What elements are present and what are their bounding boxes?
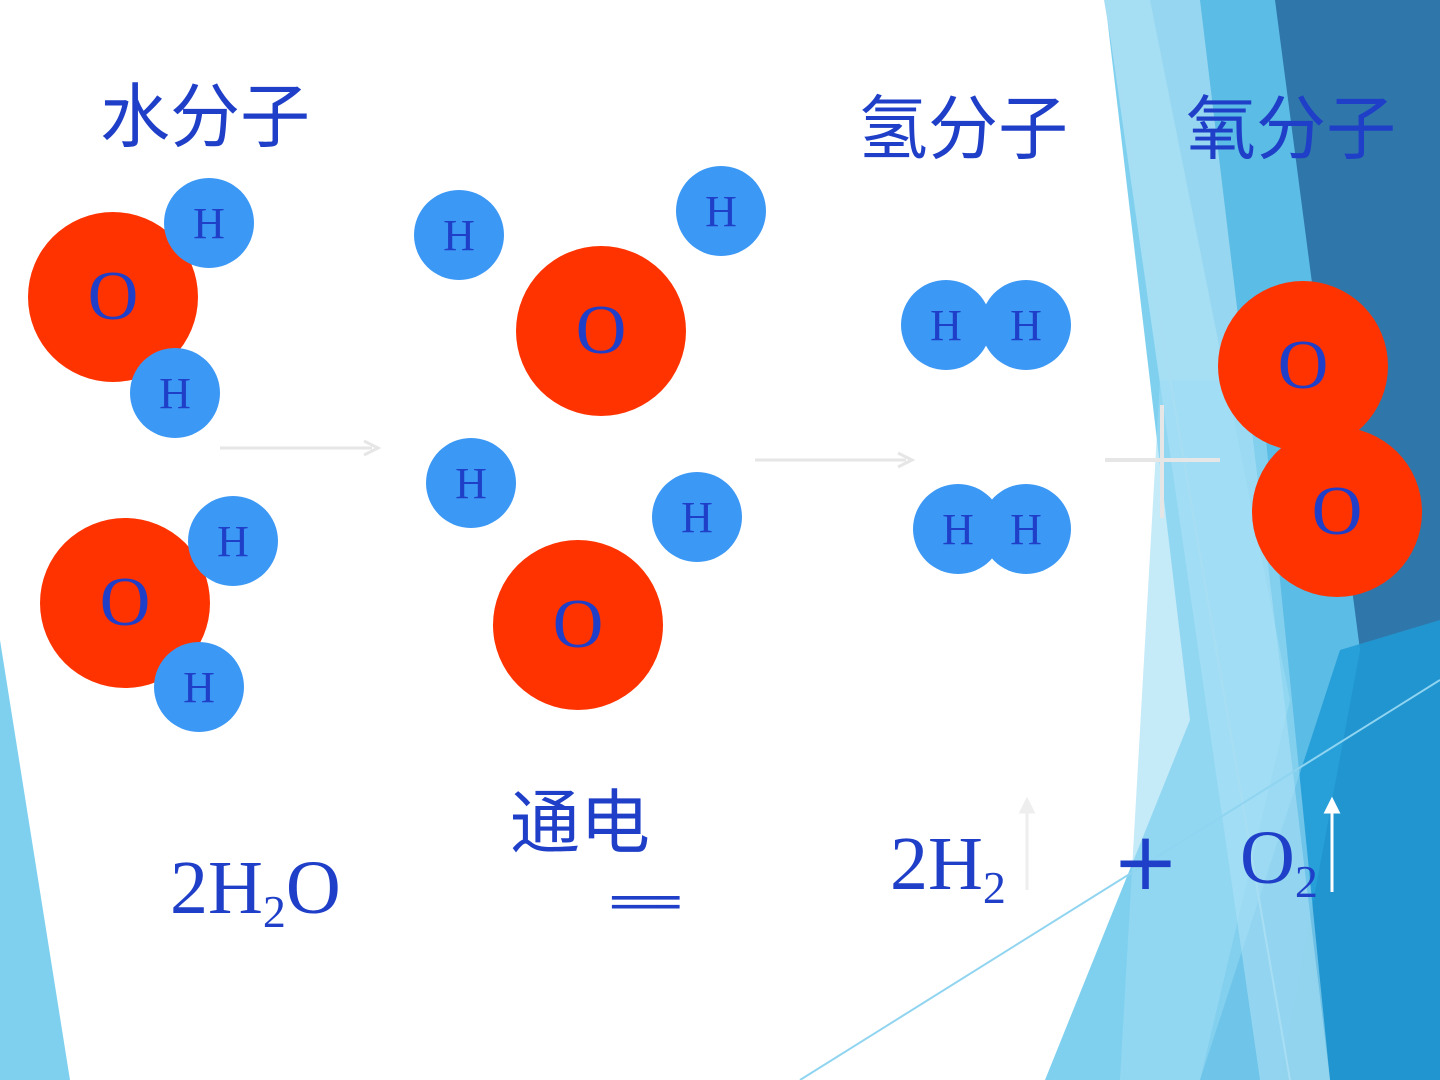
water-molecule-title: 水分子 xyxy=(100,76,310,158)
o2-subscript: 2 xyxy=(1294,856,1318,907)
product-hydrogen: 2H2 xyxy=(890,826,1006,911)
hydrogen-atom-label: H xyxy=(1010,300,1042,350)
hydrogen-atom: H xyxy=(901,280,991,370)
o2-symbol: O xyxy=(1240,816,1295,900)
equals-sign: === xyxy=(610,876,682,927)
water-coefficient: 2H xyxy=(170,846,263,930)
hydrogen-atom: H xyxy=(676,166,766,256)
hydrogen-atom-label: H xyxy=(705,186,737,236)
reaction-condition: 通电 xyxy=(510,782,650,864)
oxygen-atom: O xyxy=(1252,427,1422,597)
plus-sign: + xyxy=(1112,815,1180,908)
hydrogen-atom: H xyxy=(426,438,516,528)
gas-arrow-o2 xyxy=(1323,796,1341,892)
plus-sign-light xyxy=(1105,405,1220,518)
hydrogen-atom-label: H xyxy=(217,516,249,566)
hydrogen-atom-label: H xyxy=(183,662,215,712)
oxygen-atom: O xyxy=(516,246,686,416)
oxygen-atom-label: O xyxy=(552,586,604,663)
hydrogen-atom: H xyxy=(188,496,278,586)
hydrogen-atom-label: H xyxy=(159,368,191,418)
oxygen-atom-label: O xyxy=(99,564,151,641)
oxygen-molecule-title: 氧分子 xyxy=(1186,88,1396,170)
hydrogen-atom-label: H xyxy=(1010,504,1042,554)
hydrogen-atom-label: H xyxy=(681,492,713,542)
water-oxygen-symbol: O xyxy=(285,846,341,930)
oxygen-atom: O xyxy=(493,540,663,710)
oxygen-atom-label: O xyxy=(1311,473,1363,550)
hydrogen-atom: H xyxy=(652,472,742,562)
hydrogen-atom: H xyxy=(164,178,254,268)
hydrogen-atom-label: H xyxy=(193,198,225,248)
hydrogen-atom: H xyxy=(130,348,220,438)
oxygen-atom-label: O xyxy=(1277,327,1329,404)
oxygen-atom-label: O xyxy=(87,258,139,335)
oxygen-atom: O xyxy=(1218,281,1388,451)
hydrogen-atom: H xyxy=(414,190,504,280)
h2-subscript: 2 xyxy=(982,862,1006,913)
hydrogen-atom-label: H xyxy=(942,504,974,554)
hydrogen-atom: H xyxy=(154,642,244,732)
hydrogen-atom-label: H xyxy=(930,300,962,350)
arrow-1 xyxy=(220,439,382,457)
hydrogen-atom: H xyxy=(981,280,1071,370)
water-subscript: 2 xyxy=(262,886,286,937)
reactant-water: 2H2O xyxy=(170,850,341,935)
gas-arrow-h2 xyxy=(1018,796,1036,890)
hydrogen-molecule-title: 氢分子 xyxy=(858,88,1068,170)
arrow-2 xyxy=(755,451,916,469)
product-oxygen: O2 xyxy=(1240,820,1318,905)
hydrogen-atom-label: H xyxy=(455,458,487,508)
hydrogen-atom-label: H xyxy=(443,210,475,260)
hydrogen-atom: H xyxy=(981,484,1071,574)
oxygen-atom-label: O xyxy=(575,292,627,369)
h2-coefficient: 2H xyxy=(890,822,983,906)
